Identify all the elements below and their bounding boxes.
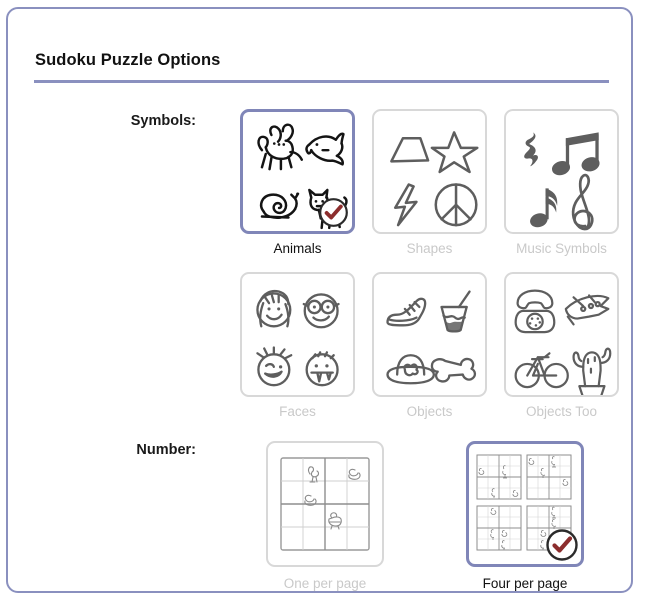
option-objects-too-label: Objects Too [525,404,598,419]
option-shapes-label: Shapes [406,241,453,256]
symbols-section-label: Symbols: [130,113,196,129]
option-four-per-page-label: Four per page [482,576,568,591]
option-shapes[interactable]: Shapes [372,109,487,256]
option-four-per-page-thumbnail[interactable] [466,441,584,567]
option-music-symbols-thumbnail[interactable] [504,109,619,234]
option-music-symbols-label: Music Symbols [516,241,607,256]
option-music-symbols[interactable]: Music Symbols [504,109,619,256]
shapes-icon [390,131,479,227]
check-mark-badge [319,198,348,227]
option-faces[interactable]: Faces [240,272,355,419]
option-objects-label: Objects [406,404,453,419]
number-row: One per page [266,441,584,591]
options-window: Sudoku Puzzle Options Symbols: [6,7,633,593]
option-one-per-page[interactable]: One per page [266,441,384,591]
four-per-page-preview [476,454,572,551]
option-objects[interactable]: Objects [372,272,487,419]
option-four-per-page[interactable]: Four per page [466,441,584,591]
music-icon [524,132,600,231]
objects-too-icon [514,289,612,395]
option-one-per-page-label: One per page [283,576,367,591]
option-faces-thumbnail[interactable] [240,272,355,397]
option-objects-too-thumbnail[interactable] [504,272,619,397]
page-title: Sudoku Puzzle Options [35,51,221,69]
option-animals-label: Animals [273,241,322,256]
objects-icon [386,290,477,385]
number-section-label: Number: [136,442,196,458]
option-faces-label: Faces [279,404,316,419]
option-objects-too[interactable]: Objects Too [504,272,619,419]
option-animals[interactable]: Animals [240,109,355,256]
option-one-per-page-thumbnail[interactable] [266,441,384,567]
title-divider [34,80,609,83]
symbols-row-2: Faces [240,272,619,419]
faces-icon [256,289,340,387]
symbols-row-1: Animals [240,109,619,256]
option-animals-thumbnail[interactable] [240,109,355,234]
option-shapes-thumbnail[interactable] [372,109,487,234]
one-per-page-preview [280,457,370,551]
option-objects-thumbnail[interactable] [372,272,487,397]
check-mark-badge [546,529,578,561]
